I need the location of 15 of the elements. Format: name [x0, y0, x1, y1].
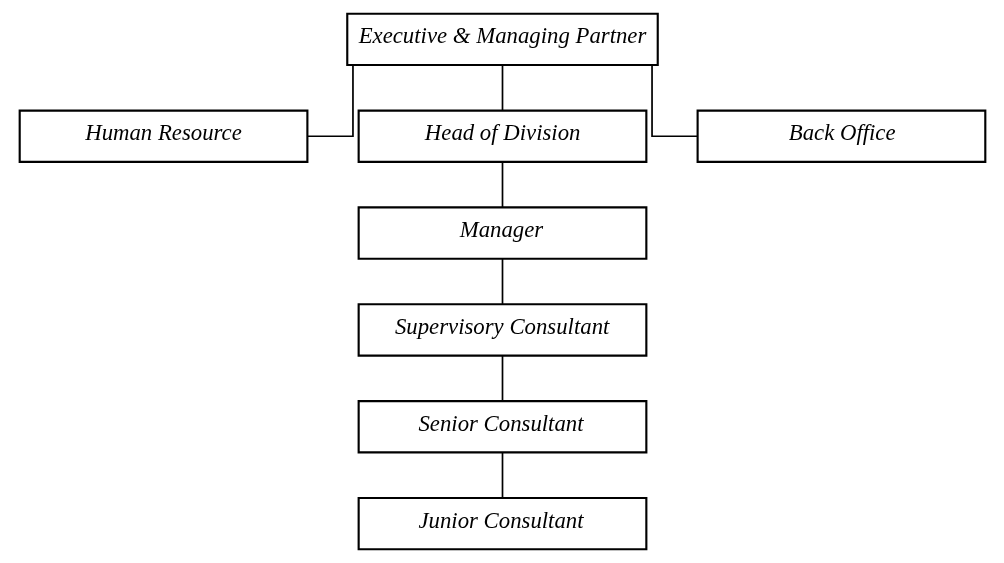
node-box: Supervisory Consultant	[357, 303, 647, 357]
node-box: Senior Consultant	[357, 400, 647, 454]
connector	[650, 64, 698, 138]
connector	[501, 355, 503, 402]
node-box: Head of Division	[357, 109, 647, 163]
node-box: Human Resource	[18, 109, 308, 163]
node-box: Junior Consultant	[357, 496, 647, 551]
connector	[306, 64, 354, 138]
node-box: Back Office	[696, 109, 986, 163]
connector	[501, 64, 503, 112]
connector	[501, 161, 503, 208]
node-box: Manager	[357, 206, 647, 260]
node-box: Executive & Managing Partner	[345, 12, 659, 67]
connector	[501, 451, 503, 499]
connector	[501, 258, 503, 305]
